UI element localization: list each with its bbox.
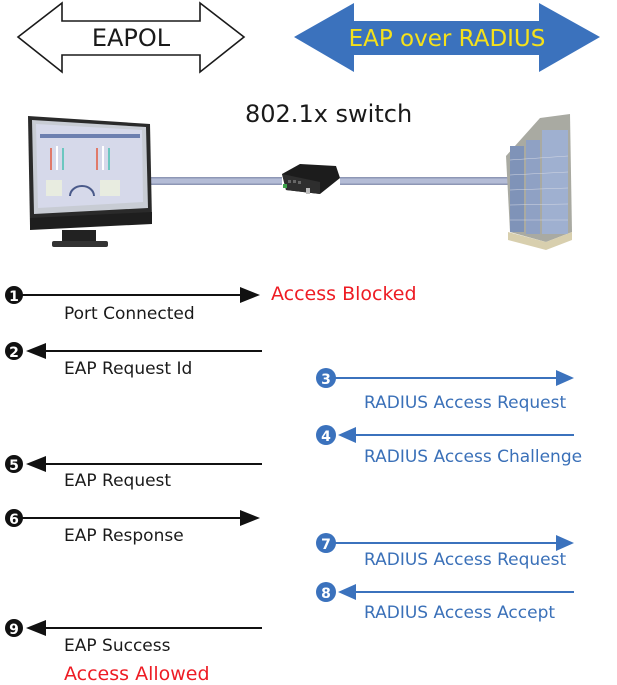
step-3-badge xyxy=(316,368,336,388)
step-1-arrow: 1 xyxy=(5,286,260,305)
step-2-arrow: 2 xyxy=(5,342,262,361)
step-7-arrow: 7 xyxy=(316,533,574,553)
network-topology xyxy=(28,114,572,250)
eap-over-radius-label: EAP over RADIUS xyxy=(349,26,546,52)
step-8-label: RADIUS Access Accept xyxy=(364,603,556,623)
sequence-flow: 1 2 3 4 5 6 7 xyxy=(5,286,574,638)
step-6-number: 6 xyxy=(9,512,19,528)
access-allowed-status: Access Allowed xyxy=(64,663,210,685)
access-blocked-status: Access Blocked xyxy=(271,283,417,305)
step-7-number: 7 xyxy=(321,537,331,553)
step-9-label: EAP Success xyxy=(64,636,171,656)
step-6-arrow: 6 xyxy=(5,509,260,528)
step-1-number: 1 xyxy=(9,289,19,305)
switch-icon xyxy=(282,164,340,194)
step-3-arrow: 3 xyxy=(316,368,574,388)
step-4-badge xyxy=(316,425,336,445)
step-2-label: EAP Request Id xyxy=(64,359,193,379)
step-9-number: 9 xyxy=(9,622,19,638)
step-7-badge xyxy=(316,533,336,553)
step-1-label: Port Connected xyxy=(64,304,195,324)
step-9-badge xyxy=(5,619,23,637)
step-9-arrow: 9 xyxy=(5,619,262,638)
switch-label: 802.1x switch xyxy=(245,100,413,128)
cable xyxy=(122,177,510,185)
step-8-number: 8 xyxy=(321,586,331,602)
step-4-number: 4 xyxy=(321,429,331,445)
protocol-arrows: EAPOL EAP over RADIUS xyxy=(16,1,600,74)
step-8-badge xyxy=(316,582,336,602)
step-1-badge xyxy=(5,286,23,304)
step-5-badge xyxy=(5,455,23,473)
step-6-badge xyxy=(5,509,23,527)
step-6-label: EAP Response xyxy=(64,526,184,546)
step-2-badge xyxy=(5,342,23,360)
monitor-icon xyxy=(28,116,152,247)
step-5-arrow: 5 xyxy=(5,455,262,474)
eap-over-radius-double-arrow: EAP over RADIUS xyxy=(294,3,600,72)
step-5-label: EAP Request xyxy=(64,471,172,491)
step-7-label: RADIUS Access Request xyxy=(364,550,567,570)
step-8-arrow: 8 xyxy=(316,582,574,602)
eapol-double-arrow: EAPOL xyxy=(16,1,246,74)
step-3-label: RADIUS Access Request xyxy=(364,393,567,413)
step-3-number: 3 xyxy=(321,372,331,388)
server-rack-icon xyxy=(506,114,572,250)
eapol-label: EAPOL xyxy=(92,24,171,52)
step-2-number: 2 xyxy=(9,345,19,361)
step-4-label: RADIUS Access Challenge xyxy=(364,447,583,467)
step-5-number: 5 xyxy=(9,458,19,474)
step-4-arrow: 4 xyxy=(316,425,574,445)
